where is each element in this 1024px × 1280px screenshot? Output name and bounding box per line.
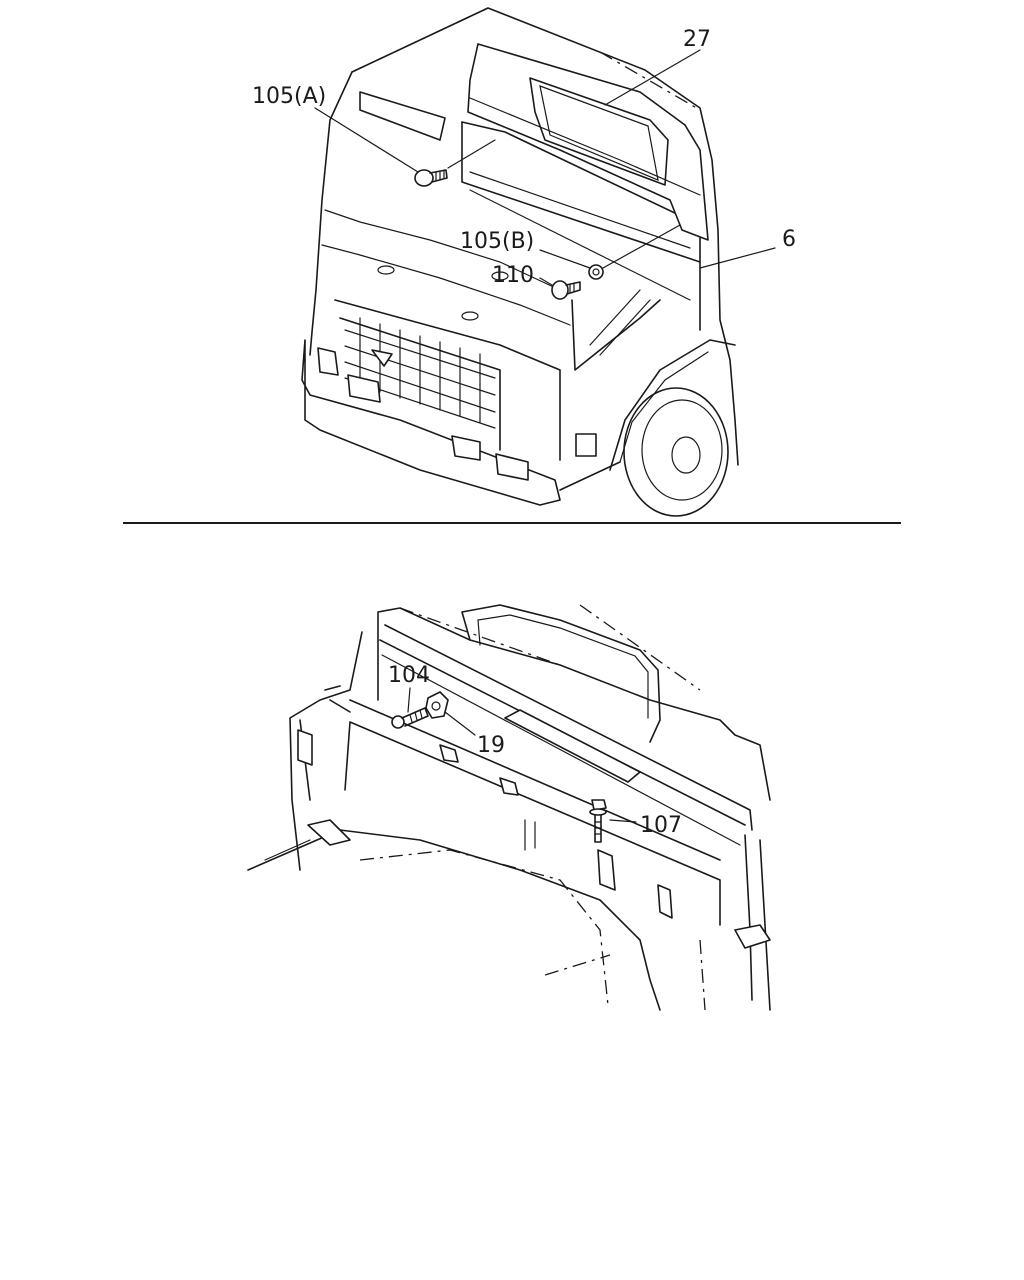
clip-19-icon <box>425 691 449 719</box>
bolt-107-icon <box>589 799 607 843</box>
callout-19: 19 <box>477 733 505 758</box>
clip-105b-icon <box>588 264 604 280</box>
screw-105a-icon <box>414 169 448 187</box>
callout-27: 27 <box>683 27 711 52</box>
callout-104: 104 <box>388 663 430 688</box>
cab-interior-view <box>247 604 771 1011</box>
callout-105a: 105(A) <box>252 84 326 109</box>
screw-110-icon <box>551 280 581 300</box>
callout-105b: 105(B) <box>460 229 534 254</box>
truck-cab-view <box>301 7 776 517</box>
callout-107: 107 <box>640 813 682 838</box>
screw-104-icon <box>391 707 429 729</box>
callout-110: 110 <box>492 263 534 288</box>
callout-6: 6 <box>782 227 796 252</box>
